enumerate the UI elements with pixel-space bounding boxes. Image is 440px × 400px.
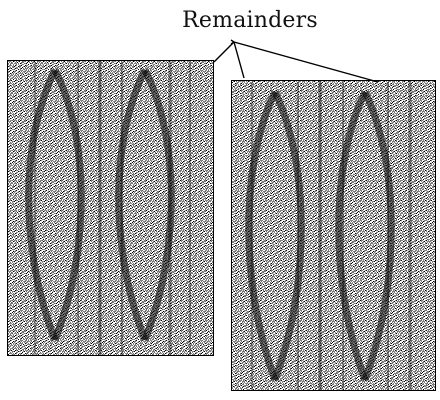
- leader-line-middle: [234, 42, 244, 78]
- right-panel: [231, 80, 436, 391]
- remainders-label: Remainders: [170, 8, 330, 34]
- left-panel: [7, 60, 214, 356]
- leader-line-left: [214, 42, 234, 62]
- leader-line-right: [234, 42, 378, 82]
- leader-lines: [214, 40, 378, 82]
